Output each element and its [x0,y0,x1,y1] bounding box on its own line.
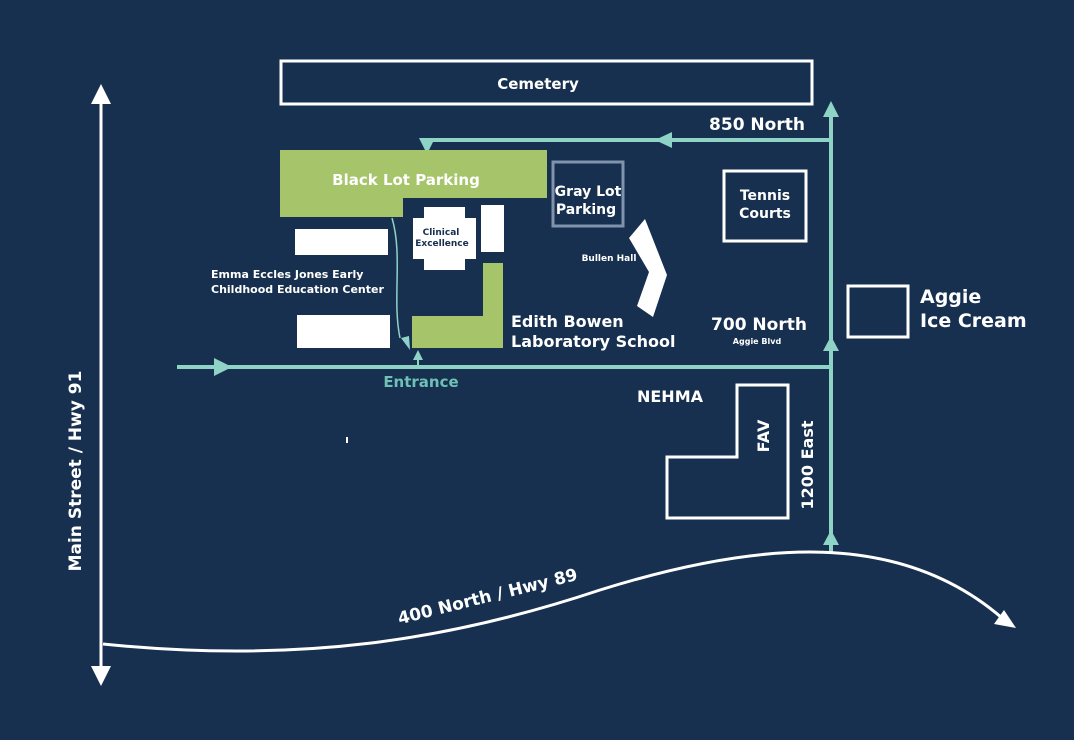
road-700-north-label: 700 North [711,315,807,335]
bullen-hall-label: Bullen Hall [582,254,637,264]
clinical-label-line2: Excellence [415,239,469,249]
arrow-up-icon [823,530,839,545]
emma-label-line2: Childhood Education Center [211,283,384,296]
arrow-up-icon [91,84,111,104]
aggie-blvd-label: Aggie Blvd [733,337,782,346]
edith-bowen-school [412,263,503,348]
emma-eccles-building-south [297,315,390,348]
map-mark [346,437,348,443]
small-building [481,205,504,252]
tennis-courts [722,169,808,243]
gray-lot-parking [551,160,625,228]
tennis-label-line2: Courts [739,206,791,222]
arrow-up-icon [823,101,839,117]
bullen-hall-building [629,219,667,317]
edith-label-line1: Edith Bowen [511,312,624,331]
tennis-label-line1: Tennis [740,188,790,204]
clinical-excellence-building [413,207,476,270]
arrow-up-icon [413,350,423,360]
road-850-north-label: 850 North [709,115,805,135]
cemetery-building [279,59,814,106]
fav-label: FAV [754,419,773,452]
clinical-label-line1: Clinical [423,228,460,238]
edith-label-line2: Laboratory School [511,332,676,351]
aggie-label-line1: Aggie [920,286,981,308]
nehma-label: NEHMA [637,387,704,406]
black-lot-label: Black Lot Parking [332,171,480,189]
arrow-up-icon [823,336,839,351]
black-lot-parking [280,150,547,217]
arrow-down-icon [419,138,435,154]
road-main-street-label: Main Street / Hwy 91 [66,371,86,572]
aggie-ice-cream-building [846,284,910,339]
arrow-left-icon [655,132,672,148]
road-1200-east-label: 1200 East [798,420,817,509]
aggie-label-line2: Ice Cream [920,310,1027,332]
arrow-down-icon [91,666,111,686]
road-400-north [102,550,1003,653]
cemetery-label: Cemetery [497,75,579,93]
entrance-label: Entrance [383,373,458,391]
gray-lot-label-line1: Gray Lot [555,184,622,200]
arrow-right-icon [994,610,1016,628]
fav-building [665,383,790,520]
arrow-right-icon [214,358,232,376]
internal-drive [391,217,401,339]
emma-eccles-building-north [295,229,388,255]
emma-label-line1: Emma Eccles Jones Early [211,268,363,281]
gray-lot-label-line2: Parking [556,202,616,218]
arrow-down-icon [401,336,410,350]
